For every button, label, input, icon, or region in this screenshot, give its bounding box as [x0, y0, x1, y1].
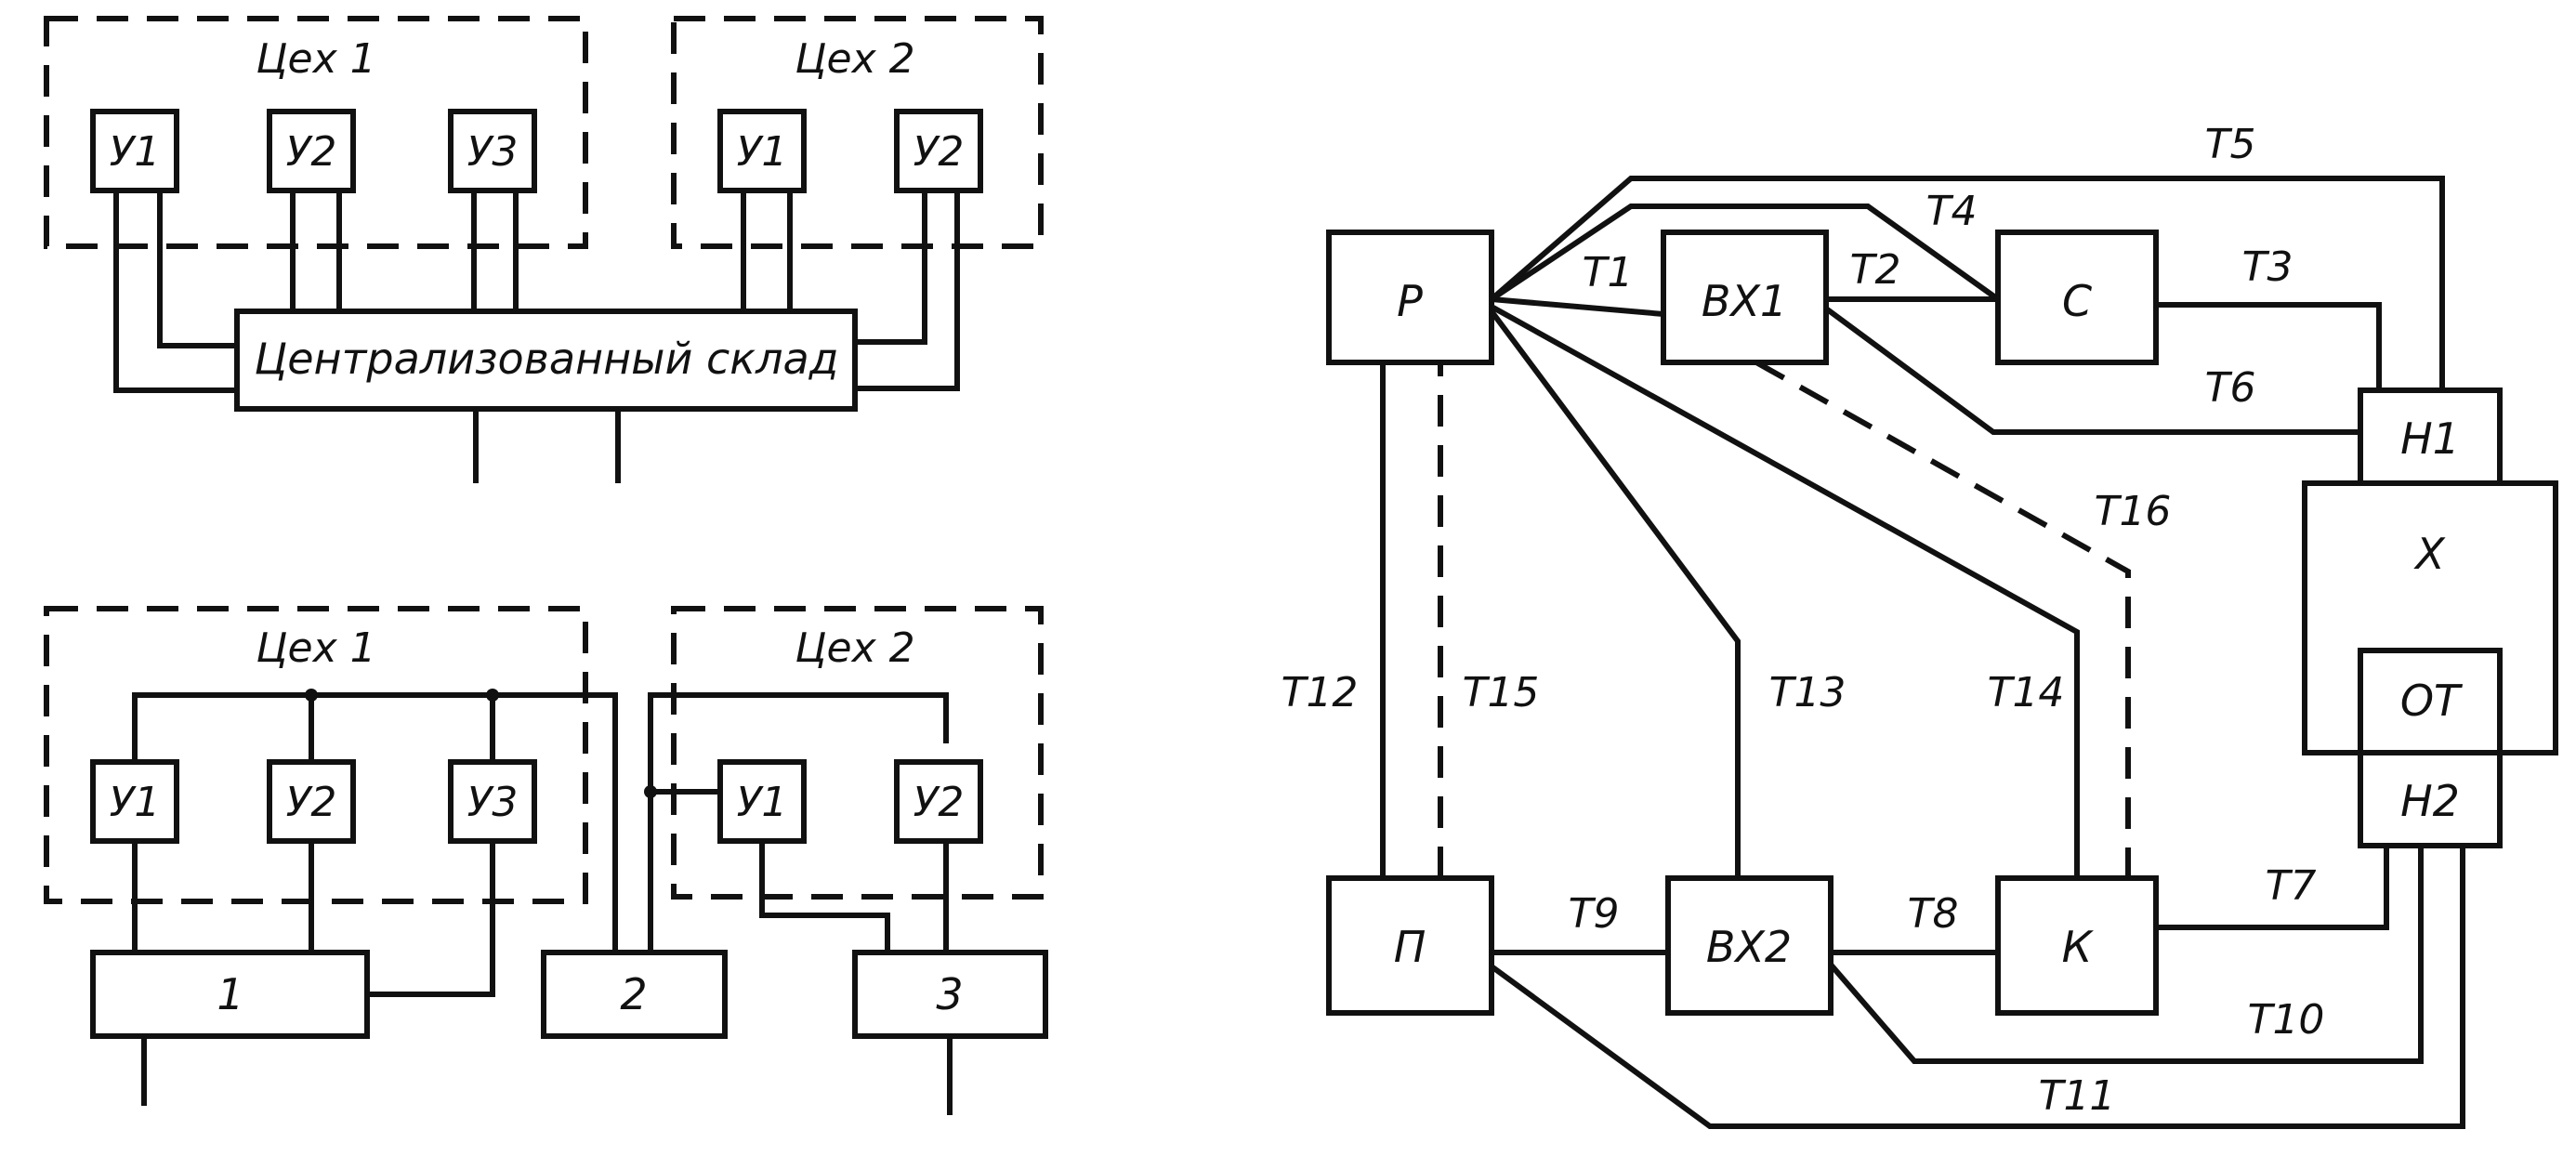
- edge-t11-label: Т11: [2039, 1072, 2116, 1120]
- edge-t13: [1489, 309, 1741, 878]
- node-n2-label: Н2: [2400, 776, 2460, 826]
- a-shop1-unit-3-label: У3: [467, 128, 519, 176]
- b-store-1-label: 1: [217, 969, 243, 1019]
- edge-t10: [1828, 846, 2424, 1064]
- node-vx2: [1665, 875, 1833, 1016]
- b-junction-1: [305, 689, 318, 702]
- edge-t3: [2156, 302, 2382, 390]
- b-shop2-boundary: [671, 606, 1044, 900]
- shop2-title: Цех 2: [795, 35, 914, 83]
- b-flow-s1-u3: [367, 841, 495, 997]
- b-flow-u1-s3: [759, 841, 890, 952]
- edge-t15-label: Т15: [1463, 669, 1540, 716]
- b-shop2-unit-2: [894, 759, 983, 844]
- b-shop2-unit-1: [717, 759, 807, 844]
- shop1-title: Цех 1: [256, 35, 375, 83]
- b-shop2-unit-2-label: У2: [913, 779, 965, 826]
- node-r-label: Р: [1397, 276, 1423, 326]
- b-shop1-boundary: [44, 606, 588, 904]
- edge-t5: [1490, 176, 2445, 390]
- a-shop2-unit-1-label: У1: [737, 128, 788, 176]
- node-k: [1995, 875, 2159, 1016]
- b-store-1: [90, 950, 370, 1039]
- a-shop1-unit-2: [267, 109, 356, 193]
- node-p: [1326, 875, 1494, 1016]
- edge-t16: [1755, 360, 2131, 878]
- edge-t3-label: Т3: [2242, 243, 2293, 291]
- edge-t7: [2156, 846, 2389, 930]
- b-store-2-label: 2: [620, 969, 647, 1019]
- edge-t7-label: Т7: [2266, 862, 2317, 910]
- node-n2: [2358, 750, 2503, 848]
- b-flow-shop1-to-s2: [132, 692, 618, 952]
- edge-t9-label: Т9: [1569, 890, 1620, 938]
- edge-t1: [1491, 296, 1664, 317]
- diagram-c: Р ВХ1 С Н1 Х ОТ Н2 П ВХ2 К: [1281, 121, 2558, 1129]
- edge-t4-label: Т4: [1926, 188, 1978, 235]
- a-flow-u1-in: [113, 190, 237, 393]
- b-shop1-unit-3: [448, 759, 537, 844]
- edge-t2-label: Т2: [1850, 246, 1901, 294]
- node-ot: [2358, 648, 2503, 755]
- node-x-label: Х: [2413, 529, 2446, 579]
- b-shop1-unit-3-label: У3: [467, 779, 519, 826]
- shop2-boundary: [671, 16, 1044, 249]
- a-shop1-unit-2-label: У2: [286, 128, 337, 176]
- a-shop1-unit-1: [90, 109, 179, 193]
- node-r: [1326, 230, 1494, 365]
- b-store-2: [541, 950, 728, 1039]
- node-k-label: К: [2062, 922, 2095, 972]
- b-shop1-title: Цех 1: [256, 624, 375, 672]
- edge-t14: [1490, 304, 2080, 878]
- edge-t6: [1824, 306, 2360, 435]
- node-n1-label: Н1: [2400, 414, 2460, 464]
- b-shop1-unit-2-label: У2: [286, 779, 337, 826]
- edge-t5-label: Т5: [2205, 121, 2256, 168]
- a-flow-u1-out: [157, 190, 237, 348]
- a-shop2-unit-2-label: У2: [913, 128, 965, 176]
- a-shop2-unit-2: [894, 109, 983, 193]
- edge-t14-label: Т14: [1988, 669, 2065, 716]
- central-warehouse: [234, 309, 858, 412]
- node-vx2-label: ВХ2: [1706, 922, 1792, 972]
- node-s-label: С: [2062, 276, 2092, 326]
- node-n1: [2358, 388, 2503, 486]
- b-store-3-label: 3: [936, 969, 963, 1019]
- a-shop1-unit-3: [448, 109, 537, 193]
- node-ot-label: ОТ: [2400, 676, 2464, 726]
- a-shop2-unit-1: [717, 109, 807, 193]
- b-flow-s2-u2: [648, 692, 949, 952]
- b-shop2-title: Цех 2: [795, 624, 914, 672]
- node-vx1-label: ВХ1: [1702, 276, 1787, 326]
- edge-t12-label: Т12: [1281, 669, 1359, 716]
- central-warehouse-label: Централизованный склад: [255, 334, 839, 384]
- edge-t11: [1490, 846, 2465, 1129]
- b-junction-2: [486, 689, 499, 702]
- a-shop1-unit-1-label: У1: [110, 128, 161, 176]
- edge-t8-label: Т8: [1908, 890, 1959, 938]
- node-s: [1995, 230, 2159, 365]
- edge-t13-label: Т13: [1769, 669, 1847, 716]
- shop1-boundary: [44, 16, 588, 249]
- b-junction-3: [644, 785, 657, 798]
- edge-t16-label: Т16: [2095, 488, 2172, 535]
- edge-t4: [1490, 204, 2000, 302]
- b-store-3: [852, 950, 1048, 1039]
- b-shop2-unit-1-label: У1: [737, 779, 788, 826]
- diagram-a: Цех 1 Цех 2 У1 У2 У3 У1 У2 Централизован…: [44, 16, 1044, 483]
- a-flow-s2u2-up: [855, 190, 927, 345]
- edge-t1-label: Т1: [1583, 249, 1634, 296]
- b-shop1-unit-1-label: У1: [110, 779, 161, 826]
- diagram-b: Цех 1 Цех 2 У1 У2 У3 У1 У2 1 2 3: [44, 606, 1048, 1115]
- edge-t6-label: Т6: [2205, 364, 2256, 412]
- node-p-label: П: [1394, 922, 1426, 972]
- edge-t10-label: Т10: [2248, 996, 2325, 1044]
- a-flow-s2u2-in: [855, 190, 960, 391]
